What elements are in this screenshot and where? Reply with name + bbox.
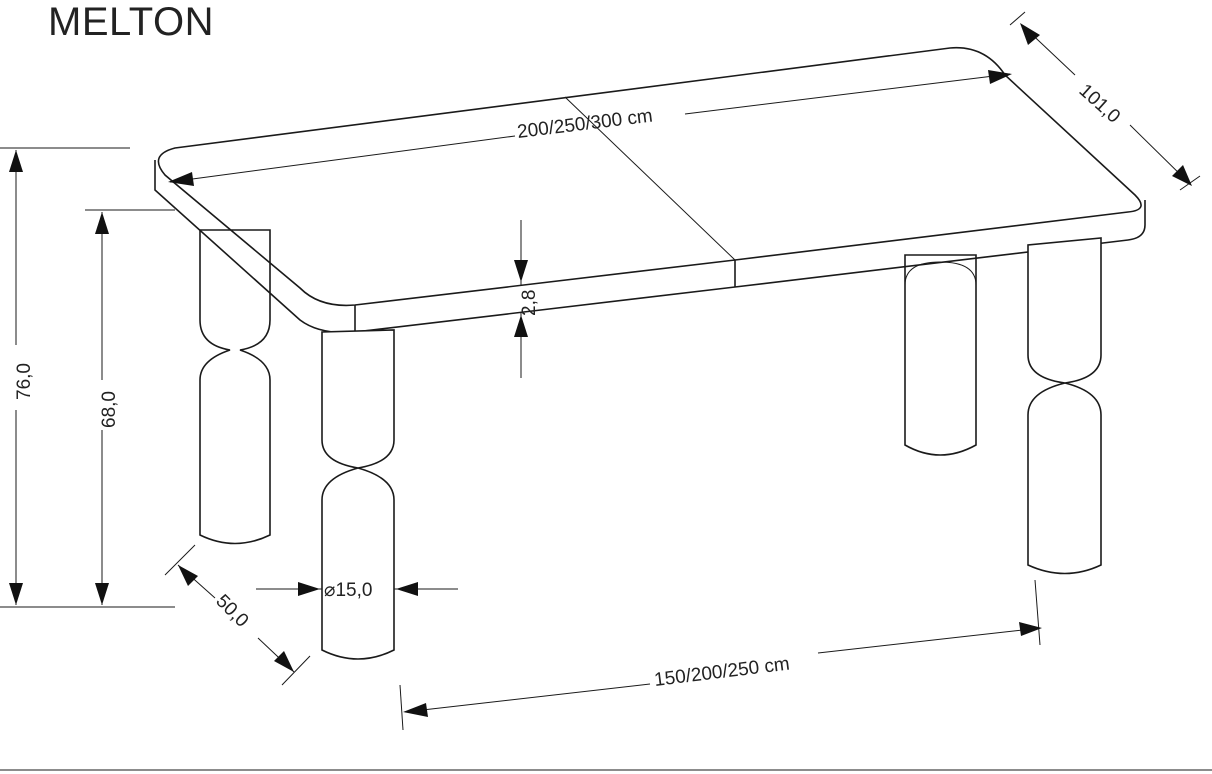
dim-total-height: 76,0 xyxy=(0,147,175,608)
label-leg-length-spacing: 150/200/250 cm xyxy=(653,654,791,691)
dim-width: 101,0 xyxy=(1009,11,1201,191)
leg-front-left xyxy=(321,329,395,660)
label-total-height: 76,0 xyxy=(14,363,35,400)
dim-top-thickness: 2,8 xyxy=(514,220,540,378)
table-top xyxy=(154,46,1146,334)
leg-front-right xyxy=(1027,237,1102,575)
product-title: MELTON xyxy=(48,0,214,44)
extension-seam xyxy=(564,96,736,261)
dim-leg-diameter: ⌀15,0 xyxy=(256,580,458,601)
dim-leg-length-spacing: 150/200/250 cm xyxy=(399,579,1042,731)
label-width: 101,0 xyxy=(1075,80,1124,127)
label-leg-depth-spacing: 50,0 xyxy=(211,591,252,632)
dim-length: 200/250/300 cm xyxy=(168,70,1012,186)
label-top-thickness: 2,8 xyxy=(519,290,540,316)
label-leg-diameter: ⌀15,0 xyxy=(324,580,372,601)
leg-back-left xyxy=(199,229,271,545)
label-length: 200/250/300 cm xyxy=(516,106,654,143)
leg-back-right xyxy=(904,254,977,456)
dim-leg-depth-spacing: 50,0 xyxy=(164,544,311,686)
dim-leg-height: 68,0 xyxy=(85,209,175,605)
label-leg-height: 68,0 xyxy=(99,391,120,428)
